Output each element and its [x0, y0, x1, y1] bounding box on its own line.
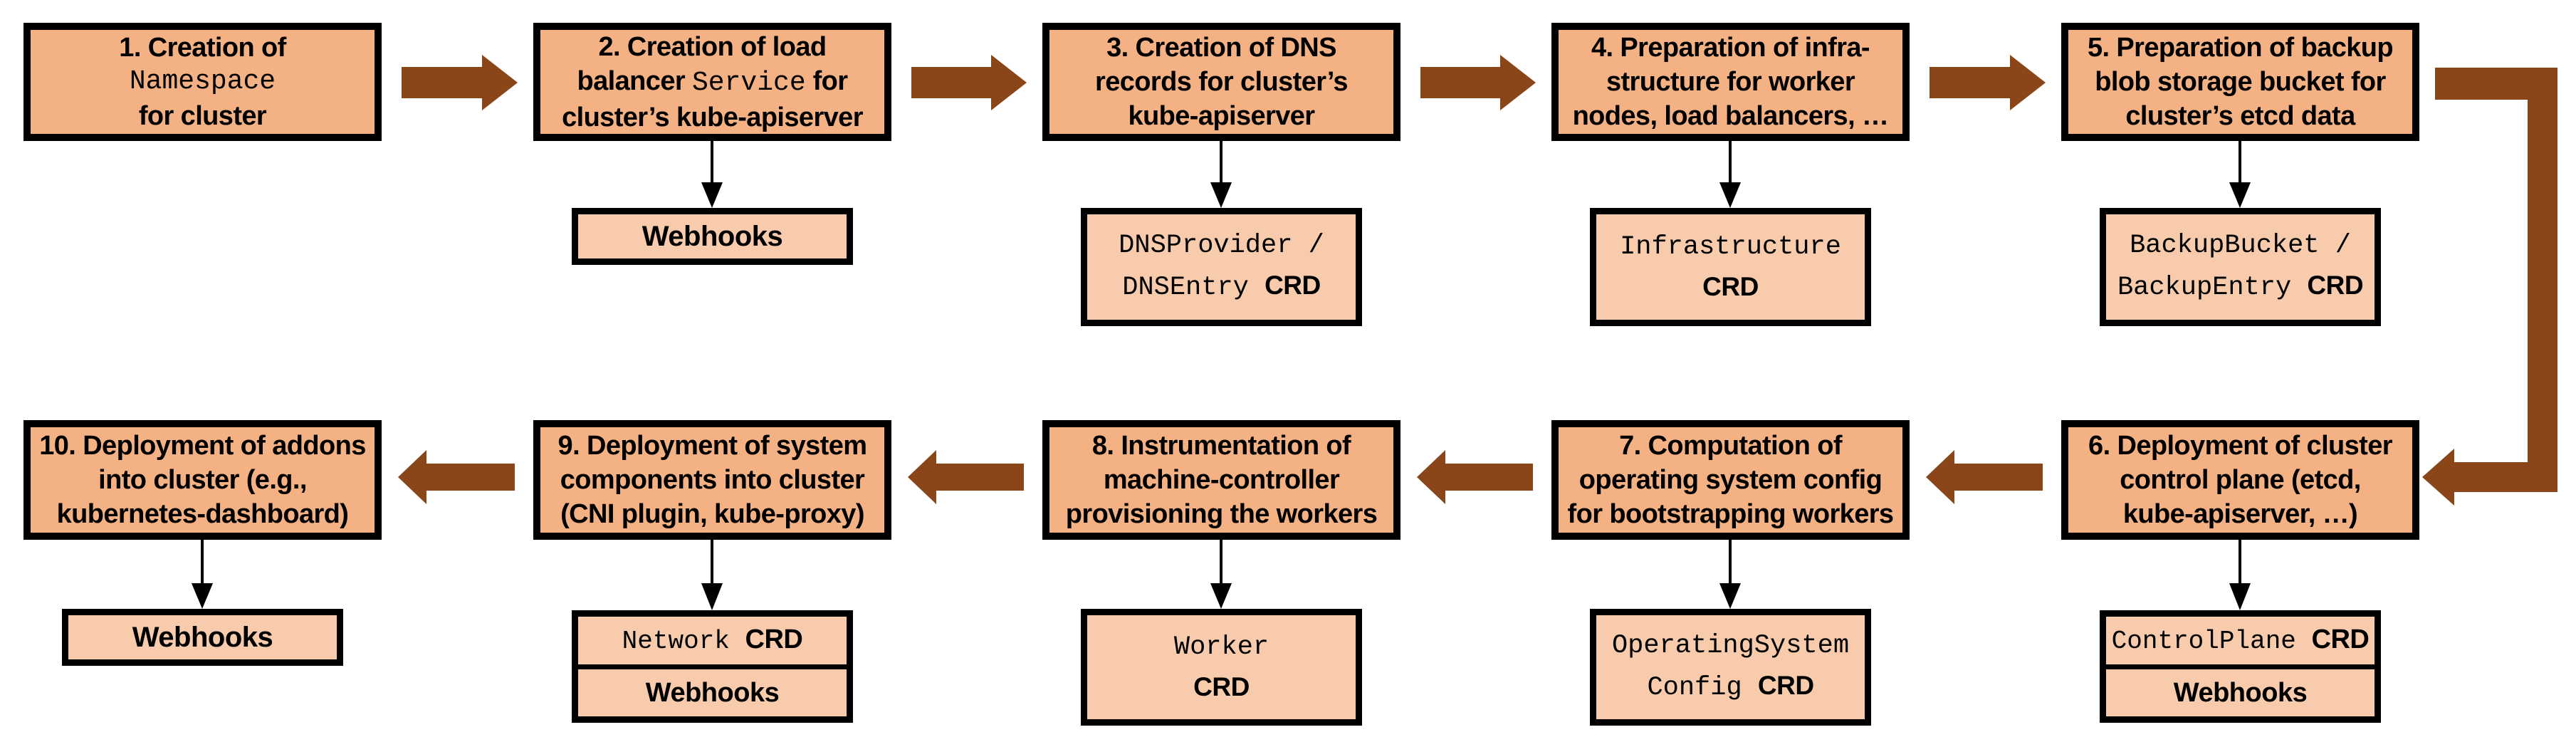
controlplane-crd-box: ControlPlane CRD [2111, 624, 2370, 656]
webhooks-box-step9: Webhooks [578, 664, 847, 717]
webhooks-box-step2: Webhooks [572, 208, 853, 265]
connector-line-step4 [1729, 141, 1732, 184]
connector-line-step10 [201, 540, 204, 584]
flow-arrow-step9-to-step10 [398, 450, 515, 504]
webhooks-box-step6: Webhooks [2106, 664, 2375, 717]
connector-arrowhead-step8 [1210, 583, 1232, 609]
flow-arrow-step1-to-step2 [402, 55, 518, 110]
flow-arrow-step2-to-step3 [911, 55, 1027, 110]
connector-line-step3 [1220, 141, 1222, 184]
flow-arrow-step4-to-step5 [1930, 55, 2046, 110]
connector-arrowhead-step10 [192, 583, 213, 609]
controlplane-crd-webhooks-stack: ControlPlane CRD Webhooks [2100, 610, 2381, 723]
webhooks-box-step10: Webhooks [62, 609, 343, 666]
connector-arrowhead-step5 [2229, 182, 2251, 208]
flow-arrow-step3-to-step4 [1420, 55, 1536, 110]
connector-arrowhead-step9 [701, 583, 723, 610]
connector-arrowhead-step7 [1719, 583, 1741, 609]
connector-arrowhead-step6 [2229, 583, 2251, 610]
network-crd-webhooks-stack: Network CRD Webhooks [572, 610, 853, 723]
network-crd-box: Network CRD [622, 624, 803, 656]
connector-line-step9 [711, 540, 713, 584]
connector-line-step5 [2239, 141, 2241, 184]
flow-arrow-step8-to-step9 [908, 450, 1024, 504]
connector-arrowhead-step4 [1719, 182, 1741, 208]
step-4-box: 4. Preparation of infra-structure for wo… [1551, 23, 1910, 141]
backupbucket-backupentry-crd-box: BackupBucket /BackupEntry CRD [2100, 208, 2381, 326]
connector-line-step6 [2239, 540, 2241, 584]
step-4-title: 4. Preparation of infra-structure for wo… [1572, 33, 1889, 131]
flow-arrow-step7-to-step8 [1417, 450, 1533, 504]
flow-arrow-step6-to-step7 [1926, 450, 2043, 504]
connector-line-step7 [1729, 540, 1732, 584]
dnsprovider-dnsentry-crd-box: DNSProvider /DNSEntry CRD [1081, 208, 1362, 326]
flow-arrow-step5-to-step6-elbow [2422, 68, 2557, 506]
connector-line-step8 [1220, 540, 1222, 584]
connector-line-step2 [711, 141, 713, 184]
connector-arrowhead-step3 [1210, 182, 1232, 208]
connector-arrowhead-step2 [701, 182, 723, 208]
